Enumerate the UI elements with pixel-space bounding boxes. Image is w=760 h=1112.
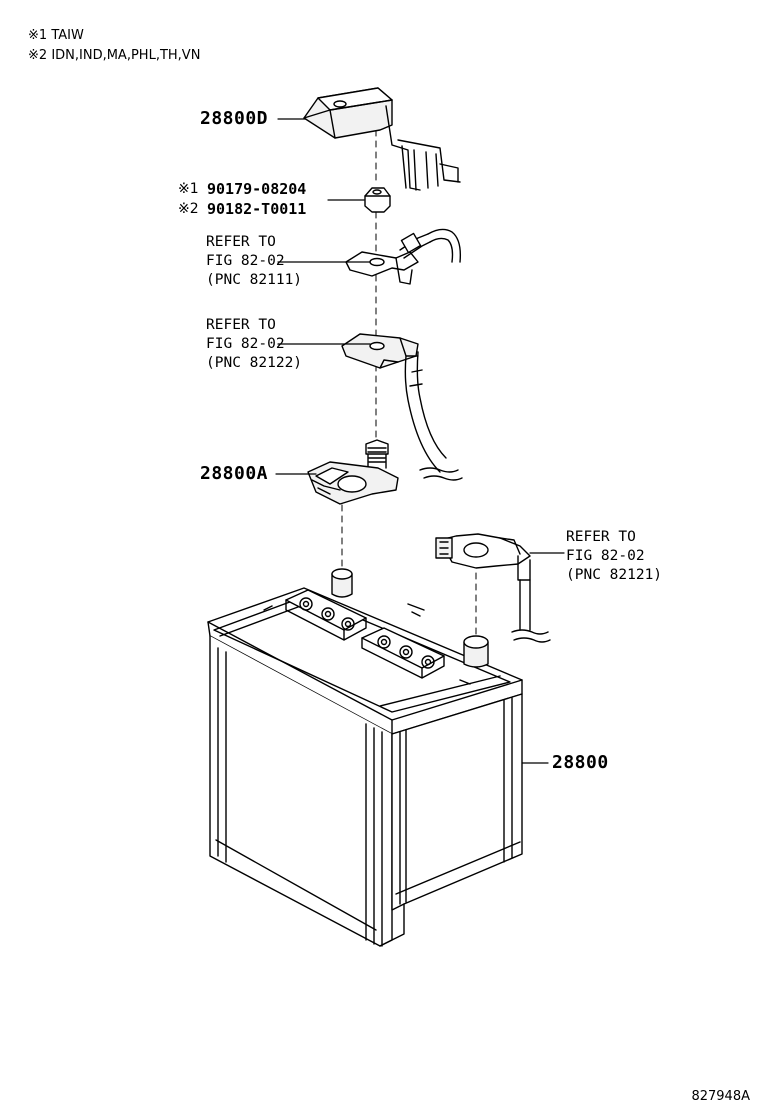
reference-82122: REFER TO FIG 82-02 (PNC 82122) xyxy=(206,316,302,373)
note-text: TAIW xyxy=(51,28,84,43)
part-label-battery: 28800 xyxy=(552,752,609,773)
ref-line3: (PNC 82111) xyxy=(206,272,303,288)
ref-line1: REFER TO xyxy=(206,317,276,333)
note-mark: ※2 xyxy=(28,48,48,63)
nut-1-mark: ※1 xyxy=(178,181,199,197)
note-mark: ※1 xyxy=(28,28,48,43)
ref-line3: (PNC 82121) xyxy=(566,567,663,583)
part-label-nut-1: 90179-08204 xyxy=(207,180,307,198)
leader-lines xyxy=(275,118,565,764)
region-note-2: ※2 IDN,IND,MA,PHL,TH,VN xyxy=(28,48,200,63)
terminal-cover-drawing xyxy=(303,87,461,191)
terminal-82121-drawing xyxy=(435,533,551,643)
battery-drawing xyxy=(207,568,523,947)
ref-line1: REFER TO xyxy=(566,529,636,545)
region-note-1: ※1 TAIW xyxy=(28,28,84,43)
nut-drawing xyxy=(364,187,391,213)
ref-line2: FIG 82-02 xyxy=(206,336,285,352)
nut-2-mark: ※2 xyxy=(178,201,199,217)
ref-line3: (PNC 82122) xyxy=(206,355,303,371)
part-label-nut-2: 90182-T0011 xyxy=(207,200,307,218)
ref-line2: FIG 82-02 xyxy=(206,253,285,269)
ref-line2: FIG 82-02 xyxy=(566,548,645,564)
assembly-axis-lines xyxy=(341,129,477,637)
ref-line1: REFER TO xyxy=(206,234,276,250)
part-label-clamp: 28800A xyxy=(200,463,269,484)
note-text: IDN,IND,MA,PHL,TH,VN xyxy=(51,48,201,63)
reference-82121: REFER TO FIG 82-02 (PNC 82121) xyxy=(566,528,662,585)
terminal-82122-drawing xyxy=(341,333,463,481)
figure-id: 827948A xyxy=(691,1089,750,1104)
reference-82111: REFER TO FIG 82-02 (PNC 82111) xyxy=(206,233,302,290)
terminal-clamp-drawing xyxy=(307,439,399,505)
part-label-cover: 28800D xyxy=(200,108,269,129)
terminal-82111-drawing xyxy=(345,228,462,285)
